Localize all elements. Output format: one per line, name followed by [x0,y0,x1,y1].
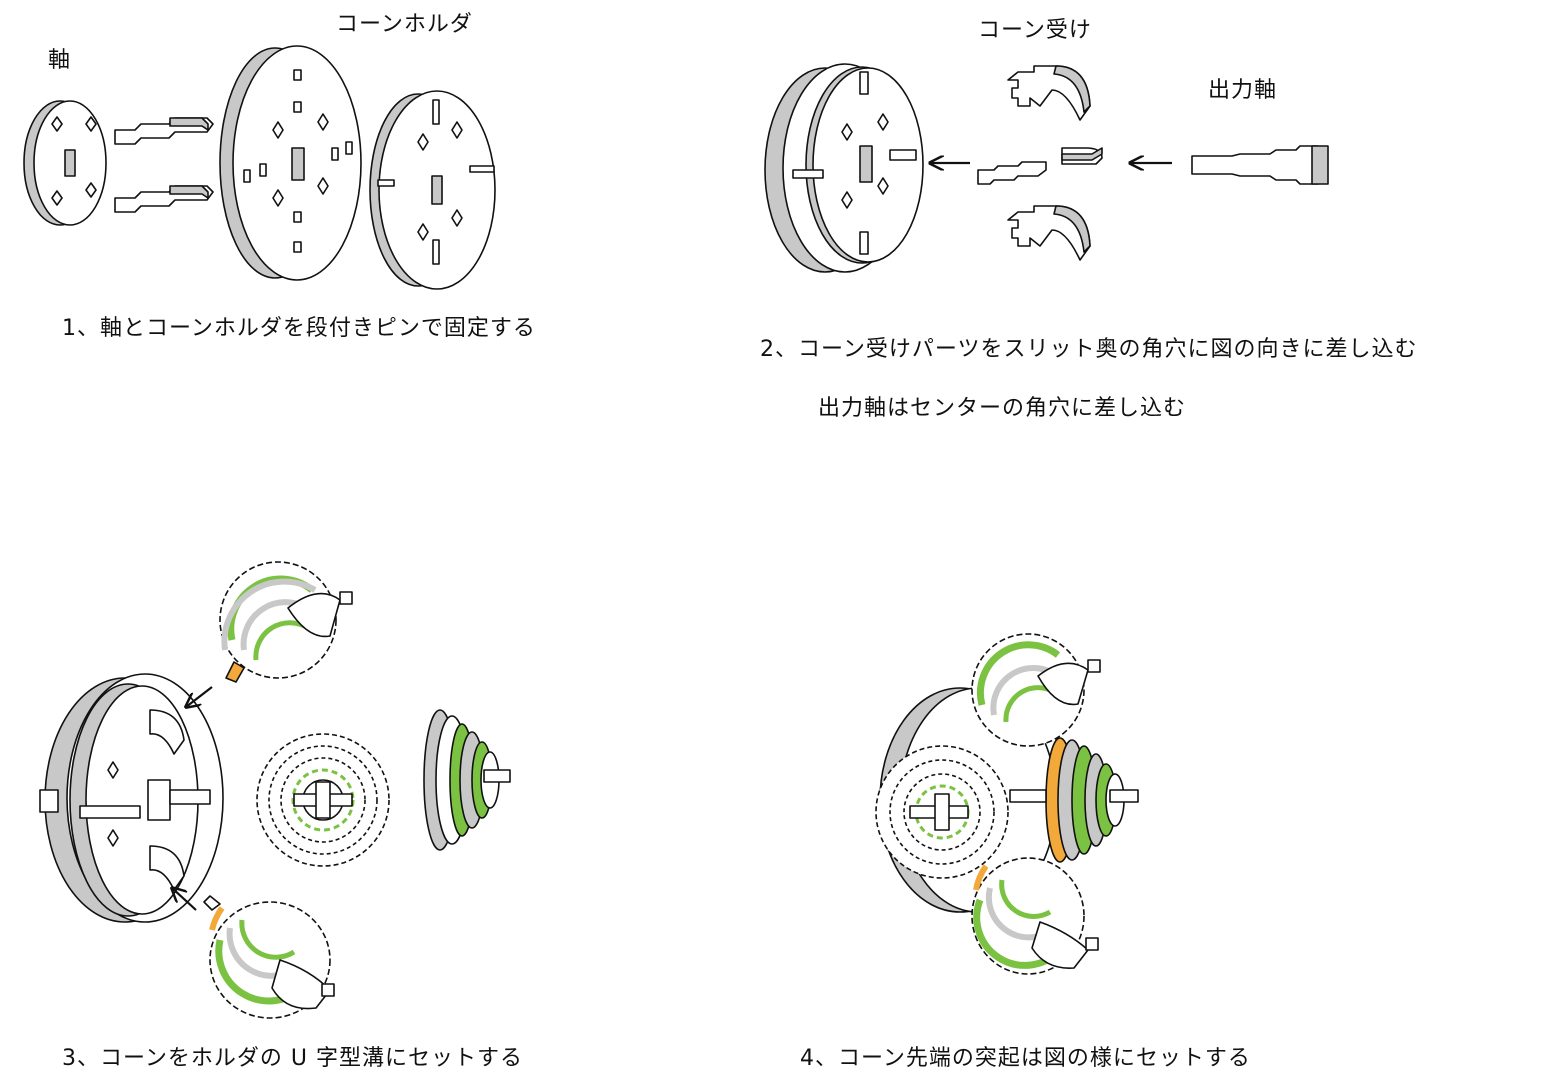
step3-cone-front [256,733,390,867]
step2-cone-receiver-bottom [1007,205,1091,261]
step2-caption-line2: 出力軸はセンターの角穴に差し込む [818,396,1187,421]
step3-cone-top [219,561,353,683]
step4-caption: 4、コーン先端の突起は図の様にセットする [800,1046,1251,1071]
step3-arrow-lower [172,888,197,911]
label-cone-holder: コーンホルダ [336,12,473,37]
label-cone-receiver: コーン受け [978,18,1092,43]
step1-cone-holder-disc [219,45,362,281]
step3-cone-side [423,709,511,851]
step2-caption-line1: 2、コーン受けパーツをスリット奥の角穴に図の向きに差し込む [760,337,1418,362]
step1-caption: 1、軸とコーンホルダを段付きピンで固定する [62,316,536,341]
step3-caption: 3、コーンをホルダの U 字型溝にセットする [62,1046,523,1071]
step3-arrow-upper [186,686,213,707]
label-shaft: 軸 [48,48,72,73]
step2-cone-receiver-mid [977,147,1103,185]
step2-output-shaft [1191,145,1329,185]
step1-slotted-disc [369,90,496,290]
step4-assembled-unit [875,633,1139,975]
step3-cone-bottom [203,895,335,1019]
label-output-shaft: 出力軸 [1208,78,1278,103]
step3-holder-assembly [39,673,224,923]
step1-stepped-pins [114,117,214,213]
step1-shaft-disc [23,100,107,226]
step2-cone-receiver-top [1007,65,1091,121]
step2-assembled-holder [764,63,924,273]
